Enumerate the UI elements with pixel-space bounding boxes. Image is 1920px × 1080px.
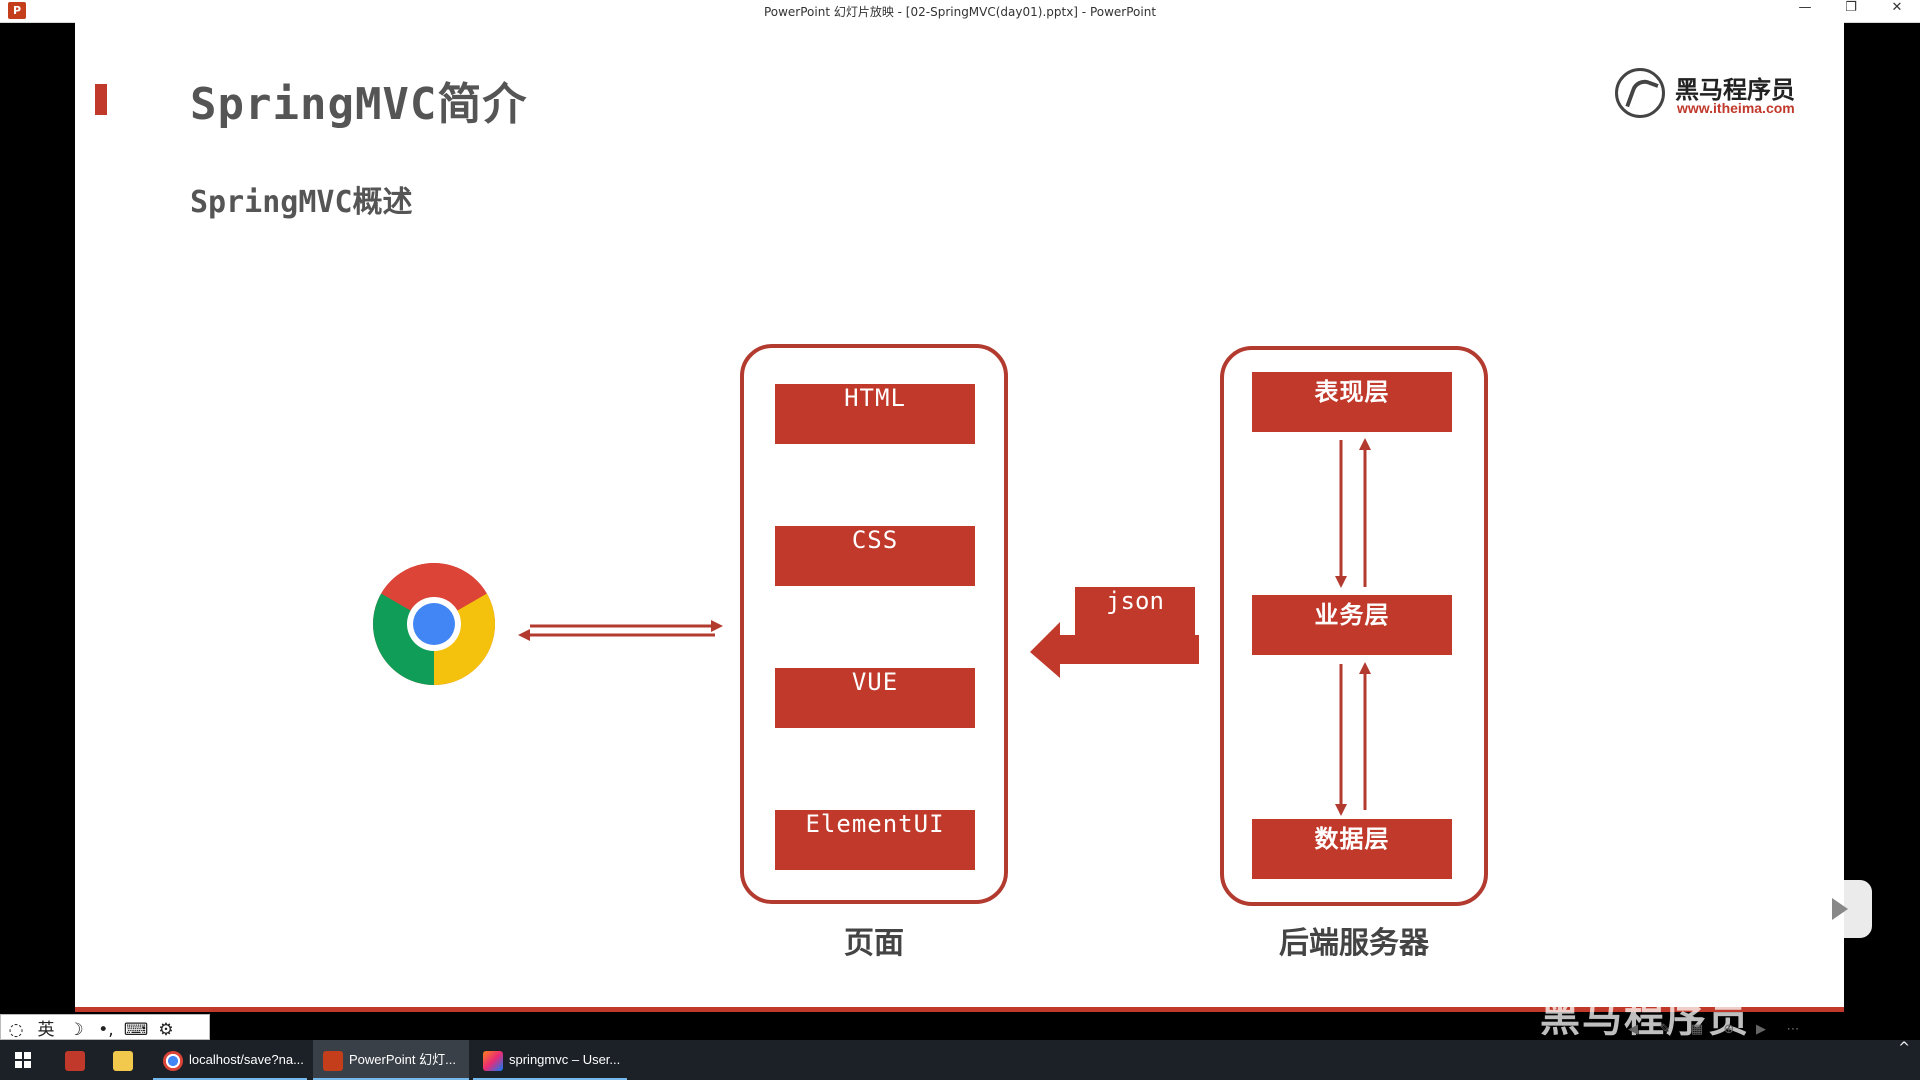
ime-logo-icon[interactable]: ◌ — [8, 1020, 24, 1040]
chrome-icon — [163, 1050, 183, 1071]
page-group-caption: 页面 — [844, 926, 904, 961]
windows-logo-icon — [15, 1052, 31, 1068]
taskbar-file-explorer[interactable] — [103, 1040, 149, 1080]
browser-page-arrows — [518, 620, 723, 641]
taskbar-castle-app[interactable] — [55, 1040, 101, 1080]
taskbar-powerpoint-label: PowerPoint 幻灯... — [349, 1052, 456, 1067]
chrome-browser-icon — [373, 563, 495, 685]
html-box: HTML — [775, 384, 975, 444]
horse-logo-icon — [1615, 68, 1665, 118]
start-button[interactable] — [0, 1040, 46, 1080]
taskbar-powerpoint[interactable]: PowerPoint 幻灯... — [313, 1040, 469, 1080]
logo-url: www.itheima.com — [1677, 100, 1795, 116]
elementui-box: ElementUI — [775, 810, 975, 870]
vue-box: VUE — [775, 668, 975, 728]
zoom-icon[interactable]: ⊕ — [1723, 1022, 1735, 1037]
intellij-icon — [483, 1050, 503, 1071]
slideshow-toolbar: ◀ ✎ ▦ ⊕ ▶ ⋯ — [1620, 1018, 1920, 1042]
server-group-frame — [1220, 346, 1488, 906]
video-watermark: 黑马程序员 — [1540, 995, 1750, 1041]
prev-slide-icon[interactable]: ◀ — [1628, 1022, 1638, 1037]
castle-app-icon — [65, 1050, 85, 1071]
slide-canvas[interactable]: SpringMVC简介 SpringMVC概述 黑马程序员 www.itheim… — [75, 22, 1844, 1012]
page-group-frame — [740, 344, 1008, 904]
minimize-button[interactable]: — — [1798, 0, 1812, 15]
presentation-layer-box: 表现层 — [1252, 372, 1452, 432]
logo-name: 黑马程序员 — [1675, 76, 1795, 104]
itheima-logo: 黑马程序员 www.itheima.com — [1615, 66, 1805, 126]
ime-punctuation-icon[interactable]: •, — [98, 1020, 114, 1040]
windows-taskbar: localhost/save?na... PowerPoint 幻灯... sp… — [0, 1040, 1920, 1080]
more-icon[interactable]: ⋯ — [1786, 1022, 1800, 1037]
next-slide-icon[interactable]: ▶ — [1756, 1022, 1766, 1037]
tray-expand-icon[interactable]: ^ — [1898, 1040, 1910, 1056]
window-title-bar: P PowerPoint 幻灯片放映 - [02-SpringMVC(day01… — [0, 0, 1920, 23]
title-accent-bar — [95, 84, 107, 115]
slides-icon[interactable]: ▦ — [1690, 1022, 1704, 1037]
taskbar-chrome-label: localhost/save?na... — [189, 1052, 304, 1067]
powerpoint-icon — [323, 1050, 343, 1071]
taskbar-chrome[interactable]: localhost/save?na... — [153, 1040, 307, 1080]
css-box: CSS — [775, 526, 975, 586]
server-group-caption: 后端服务器 — [1279, 926, 1429, 961]
data-layer-box: 数据层 — [1252, 819, 1452, 879]
slide-subtitle: SpringMVC概述 — [190, 185, 413, 220]
video-play-icon[interactable] — [1804, 880, 1872, 938]
ime-keyboard-icon[interactable]: ⌨ — [123, 1020, 149, 1040]
taskbar-intellij[interactable]: springmvc – User... — [473, 1040, 627, 1080]
ime-settings-icon[interactable]: ⚙ — [158, 1020, 174, 1040]
taskbar-intellij-label: springmvc – User... — [509, 1052, 621, 1067]
file-explorer-icon — [113, 1050, 133, 1071]
window-title: PowerPoint 幻灯片放映 - [02-SpringMVC(day01).… — [763, 5, 1157, 19]
slide-bottom-bar — [75, 1007, 1844, 1012]
ime-toolbar: ◌ 英 ☽ •, ⌨ ⚙ — [0, 1014, 210, 1040]
ime-language-toggle[interactable]: 英 — [37, 1020, 55, 1040]
slide-title: SpringMVC简介 — [190, 79, 528, 130]
pen-icon[interactable]: ✎ — [1659, 1022, 1671, 1037]
business-layer-box: 业务层 — [1252, 595, 1452, 655]
json-label-box: json — [1075, 587, 1195, 635]
restore-button[interactable]: ❐ — [1845, 0, 1857, 15]
ime-halfwidth-icon[interactable]: ☽ — [68, 1020, 84, 1040]
close-button[interactable]: ✕ — [1891, 0, 1903, 15]
powerpoint-app-icon: P — [8, 2, 26, 19]
